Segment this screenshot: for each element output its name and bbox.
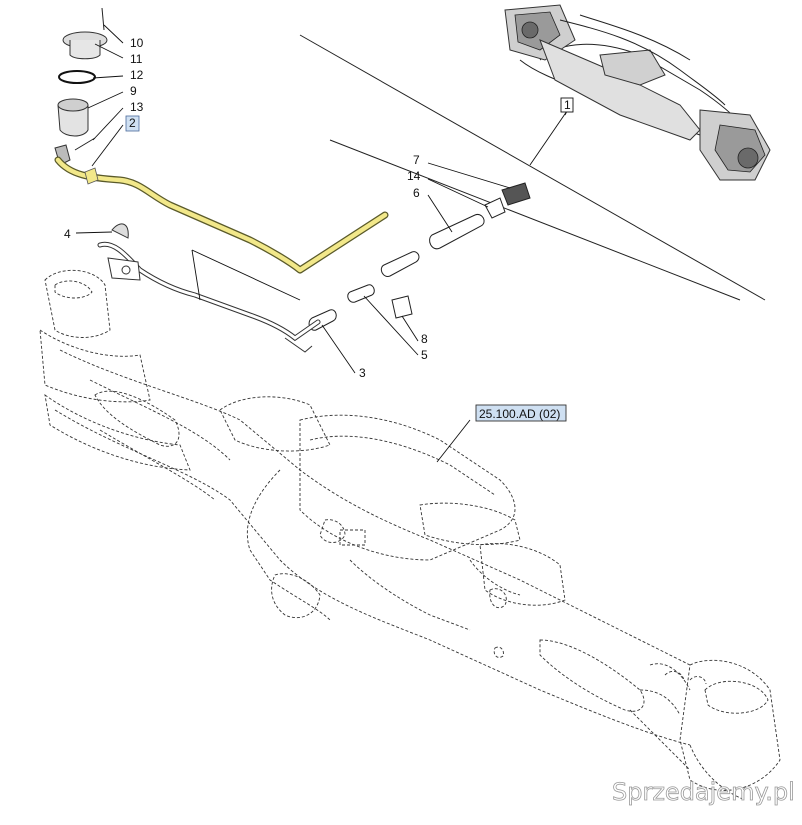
callout-7: 7 bbox=[413, 153, 420, 167]
callout-9: 9 bbox=[130, 84, 137, 98]
callout-1-box bbox=[560, 97, 574, 113]
callout-2: 2 bbox=[129, 116, 136, 130]
callout-1: 1 bbox=[564, 98, 571, 112]
callout-6: 6 bbox=[413, 186, 420, 200]
callout-5: 5 bbox=[421, 348, 428, 362]
callout-11: 11 bbox=[130, 52, 143, 66]
callout-2-highlight bbox=[125, 115, 140, 132]
callout-13: 13 bbox=[130, 100, 144, 114]
hose-fittings bbox=[308, 182, 531, 331]
right-leaders bbox=[75, 162, 511, 463]
watermark: Sprzedajemy.pl bbox=[612, 778, 795, 806]
grease-pipe-highlighted bbox=[54, 156, 389, 274]
axle-overview-thumbnail bbox=[299, 4, 771, 301]
callout-3: 3 bbox=[359, 366, 366, 380]
callout-14: 14 bbox=[407, 169, 421, 183]
callout-8: 8 bbox=[421, 332, 428, 346]
axle-housing-phantom bbox=[39, 269, 781, 801]
callout-10: 10 bbox=[130, 36, 144, 50]
callout-1-leaders bbox=[529, 110, 568, 166]
callout-12: 12 bbox=[130, 68, 144, 82]
stack-leaders bbox=[87, 24, 124, 167]
reference-label[interactable]: 25.100.AD (02) bbox=[479, 407, 560, 421]
reference-box[interactable] bbox=[475, 404, 567, 422]
grease-fitting-stack bbox=[54, 7, 108, 166]
grease-pipe-lower bbox=[97, 223, 321, 353]
callout-4: 4 bbox=[64, 227, 71, 241]
